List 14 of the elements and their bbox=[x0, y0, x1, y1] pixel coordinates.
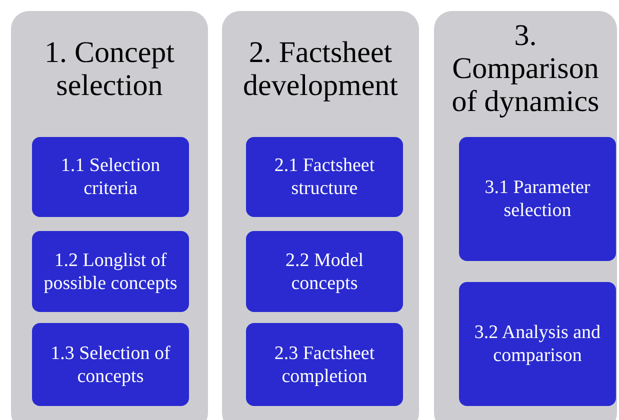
task-box: 2.1 Factsheet structure bbox=[246, 137, 403, 217]
task-box: 2.2 Model concepts bbox=[246, 231, 403, 312]
task-box: 2.3 Factsheet completion bbox=[246, 323, 403, 406]
task-box: 1.1 Selection criteria bbox=[32, 137, 189, 217]
phase-title: 1. Concept selection bbox=[44, 36, 176, 102]
task-box: 1.3 Selection of concepts bbox=[32, 323, 189, 406]
task-box: 1.2 Longlist of possible concepts bbox=[32, 231, 189, 312]
task-box: 3.1 Parameter selection bbox=[459, 137, 616, 261]
phase-panel bbox=[434, 11, 617, 420]
phase-title: 2. Factsheet development bbox=[242, 36, 399, 102]
task-box: 3.2 Analysis and comparison bbox=[459, 282, 616, 406]
phase-panel bbox=[222, 11, 419, 420]
phase-title: 3. Comparison of dynamics bbox=[450, 19, 600, 118]
phase-panel bbox=[11, 11, 208, 420]
